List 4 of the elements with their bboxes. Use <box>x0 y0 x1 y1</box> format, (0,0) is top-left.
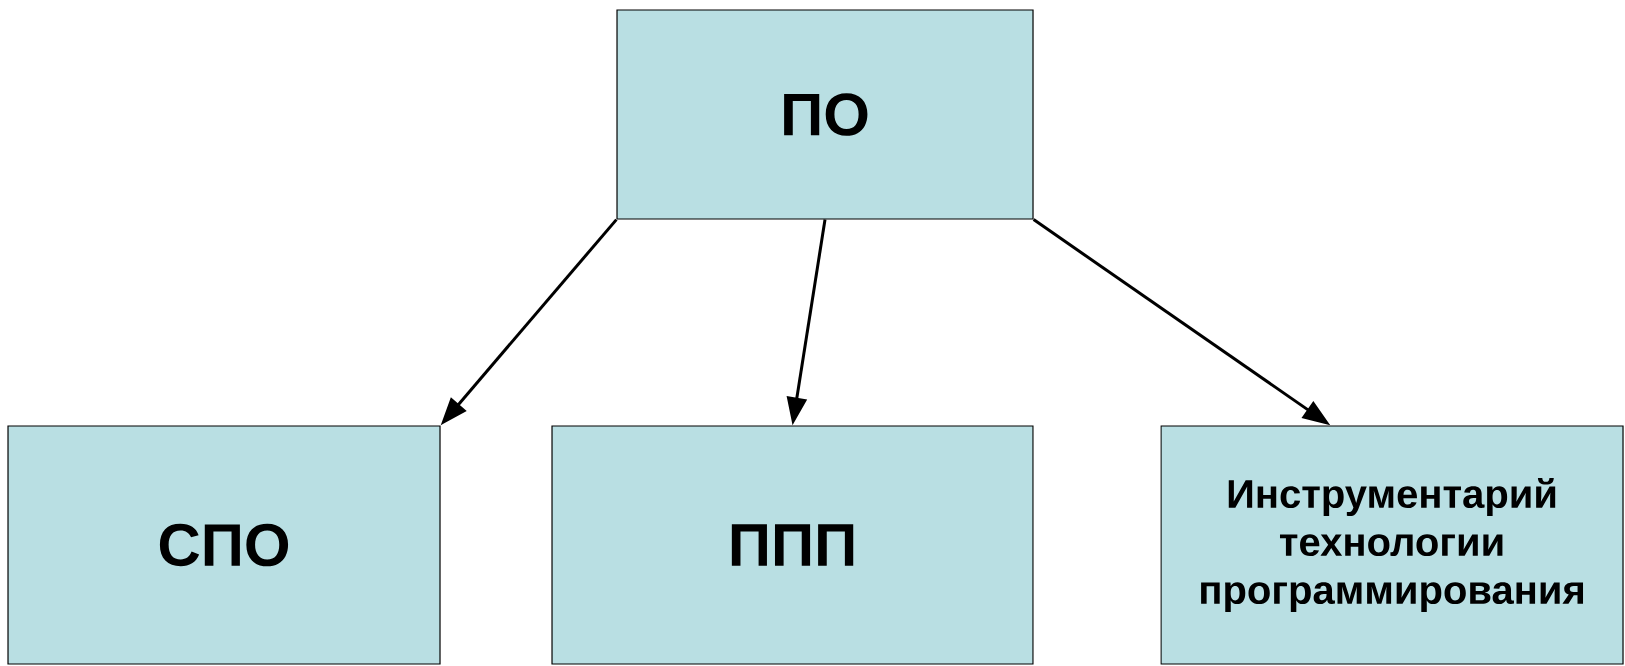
process-box: Инструментарий технологии программирования <box>1160 425 1624 665</box>
process-box: ППП <box>551 425 1034 665</box>
process-box: ПО <box>616 9 1034 220</box>
process-box: СПО <box>7 425 441 665</box>
